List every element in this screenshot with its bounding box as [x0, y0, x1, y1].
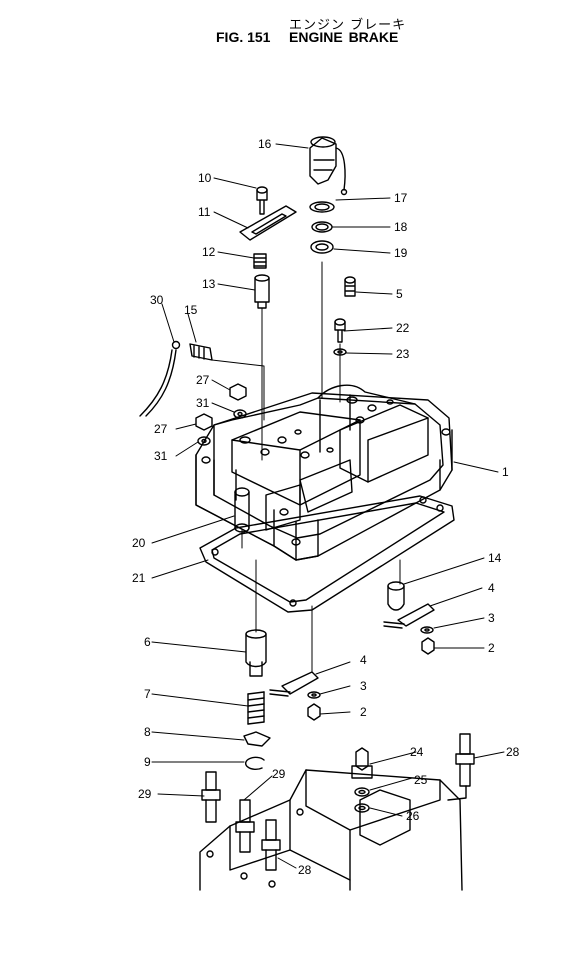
callout-31b: 31	[154, 449, 168, 463]
callout-29b: 29	[138, 787, 152, 801]
callout-28b: 28	[298, 863, 312, 877]
callout-22: 22	[396, 321, 410, 335]
pin-13	[254, 274, 270, 309]
callout-13: 13	[202, 277, 216, 291]
callout-31: 31	[196, 396, 210, 410]
callout-2: 2	[488, 641, 495, 655]
bolt-2-lower	[307, 703, 321, 721]
washer-3-lower	[307, 691, 321, 699]
solenoid-valve-16	[309, 136, 348, 196]
washer-3-upper	[420, 626, 434, 634]
callout-2b: 2	[360, 705, 367, 719]
callout-15: 15	[184, 303, 198, 317]
cylinder-block	[199, 769, 463, 891]
callout-17: 17	[394, 191, 408, 205]
callout-16: 16	[258, 137, 272, 151]
gasket-11	[239, 205, 297, 241]
union-24-25-26	[351, 747, 373, 813]
callout-10: 10	[198, 171, 212, 185]
callout-3: 3	[488, 611, 495, 625]
callout-29: 29	[272, 767, 286, 781]
leader-lines	[151, 143, 505, 869]
figure-title: ENGINE BRAKE	[289, 29, 399, 45]
callout-9: 9	[144, 755, 151, 769]
center-lines	[211, 261, 401, 673]
callout-27b: 27	[154, 422, 168, 436]
callout-5: 5	[396, 287, 403, 301]
spring-7	[247, 691, 265, 725]
callout-27: 27	[196, 373, 210, 387]
callout-8: 8	[144, 725, 151, 739]
callout-19: 19	[394, 246, 408, 260]
callout-24: 24	[410, 745, 424, 759]
callout-30: 30	[150, 293, 164, 307]
spring-12	[253, 253, 267, 269]
cap-14	[387, 581, 405, 611]
callout-28: 28	[506, 745, 520, 759]
bolt-2-upper	[421, 637, 435, 655]
retainer-8	[243, 731, 271, 747]
bolt-10	[256, 186, 268, 215]
callout-11: 11	[198, 205, 211, 219]
callout-14: 14	[488, 551, 502, 565]
seal-rings-17-19	[309, 201, 335, 254]
callout-18: 18	[394, 220, 408, 234]
cylinder-head-cover	[195, 384, 453, 561]
studs-28-29	[201, 733, 475, 871]
gasket	[199, 495, 455, 613]
callout-4: 4	[488, 581, 495, 595]
lever-4-upper	[383, 603, 435, 629]
callout-20: 20	[132, 536, 146, 550]
lever-4-lower	[269, 671, 319, 697]
callout-6: 6	[144, 635, 151, 649]
callout-4b: 4	[360, 653, 367, 667]
callout-12: 12	[202, 245, 216, 259]
tappet-6	[245, 629, 267, 677]
callout-7: 7	[144, 687, 151, 701]
callout-23: 23	[396, 347, 410, 361]
callout-3b: 3	[360, 679, 367, 693]
callout-21: 21	[132, 571, 146, 585]
title-japanese: エンジン ブレーキ	[289, 18, 407, 33]
bolt-22	[334, 318, 346, 343]
callout-labels: 16 10 17 11 18 12 19 13 5 30 15 22 23 27…	[132, 137, 520, 877]
plug-5	[344, 276, 356, 297]
figure-number: FIG. 151	[216, 29, 271, 45]
nuts-27-31	[195, 383, 247, 446]
callout-25: 25	[414, 773, 428, 787]
snap-ring-9	[245, 756, 265, 771]
callout-1: 1	[502, 465, 509, 479]
callout-26: 26	[406, 809, 420, 823]
